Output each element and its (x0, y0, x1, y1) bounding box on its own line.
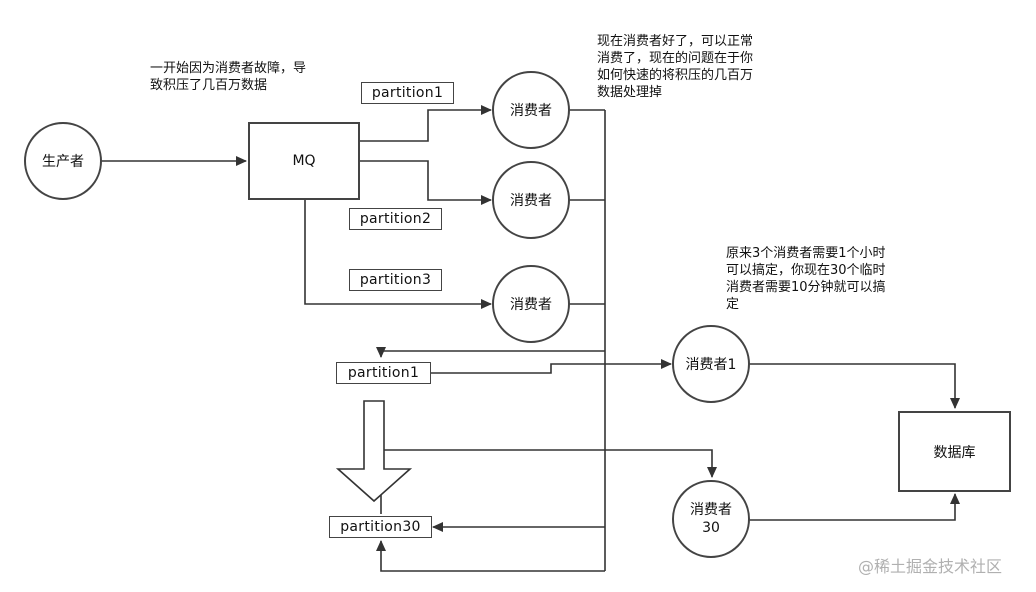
watermark: @稀土掘金技术社区 (858, 557, 1003, 576)
partition-p2-text: partition2 (359, 211, 432, 227)
consumer-b-label: 消费者 (510, 193, 552, 209)
consumer-c-label: 消费者 (510, 297, 552, 313)
note-speedup: 原来3个消费者需要1个小时 可以搞定，你现在30个临时 消费者需要10分钟就可以… (726, 246, 886, 312)
partition-p1-top-text: partition1 (371, 85, 444, 101)
arrow-mq-to-consumer-b (359, 160, 492, 205)
mq-label: MQ (292, 153, 316, 169)
partition-p1-new-text: partition1 (347, 365, 420, 381)
partition-label-p3: partition3 (349, 269, 442, 291)
arrow-bus-to-partition1 (376, 347, 605, 358)
arrow-bus-to-partition30-bottom (376, 540, 605, 572)
partition-p30-text: partition30 (340, 519, 421, 535)
temp-consumer-1-label: 消费者1 (685, 357, 737, 373)
arrow-consumer30-to-database (749, 493, 960, 521)
scale-out-hollow-arrow (335, 400, 413, 503)
producer-node: 生产者 (24, 122, 102, 200)
note-recovered: 现在消费者好了，可以正常 消费了，现在的问题在于你 如何快速的将积压的几百万 数… (597, 34, 754, 100)
arrow-mq-to-consumer-c (304, 199, 492, 309)
partition-label-p1-new: partition1 (336, 362, 431, 384)
mq-node: MQ (248, 122, 360, 200)
arrow-partition1-to-consumer1 (431, 359, 672, 374)
consumer-node-a: 消费者 (492, 71, 570, 149)
arrow-mq-to-consumer-a (359, 105, 492, 142)
arrow-consumer1-to-database (749, 363, 960, 409)
producer-label: 生产者 (42, 154, 84, 170)
arrow-partition30-to-consumer30 (380, 449, 717, 514)
consumer-node-c: 消费者 (492, 265, 570, 343)
database-label: 数据库 (933, 444, 976, 461)
partition-label-p30: partition30 (329, 516, 432, 538)
partition-p3-text: partition3 (359, 272, 432, 288)
partition-label-p2: partition2 (349, 208, 442, 230)
note-backlog: 一开始因为消费者故障，导 致积压了几百万数据 (150, 61, 307, 93)
temp-consumer-30-label: 消费者 30 (690, 502, 732, 536)
consumer-node-b: 消费者 (492, 161, 570, 239)
temp-consumer-1-node: 消费者1 (672, 325, 750, 403)
consumer-a-label: 消费者 (510, 103, 552, 119)
temp-consumer-30-node: 消费者 30 (672, 480, 750, 558)
partition-label-p1-top: partition1 (361, 82, 454, 104)
database-node: 数据库 (898, 411, 1011, 492)
